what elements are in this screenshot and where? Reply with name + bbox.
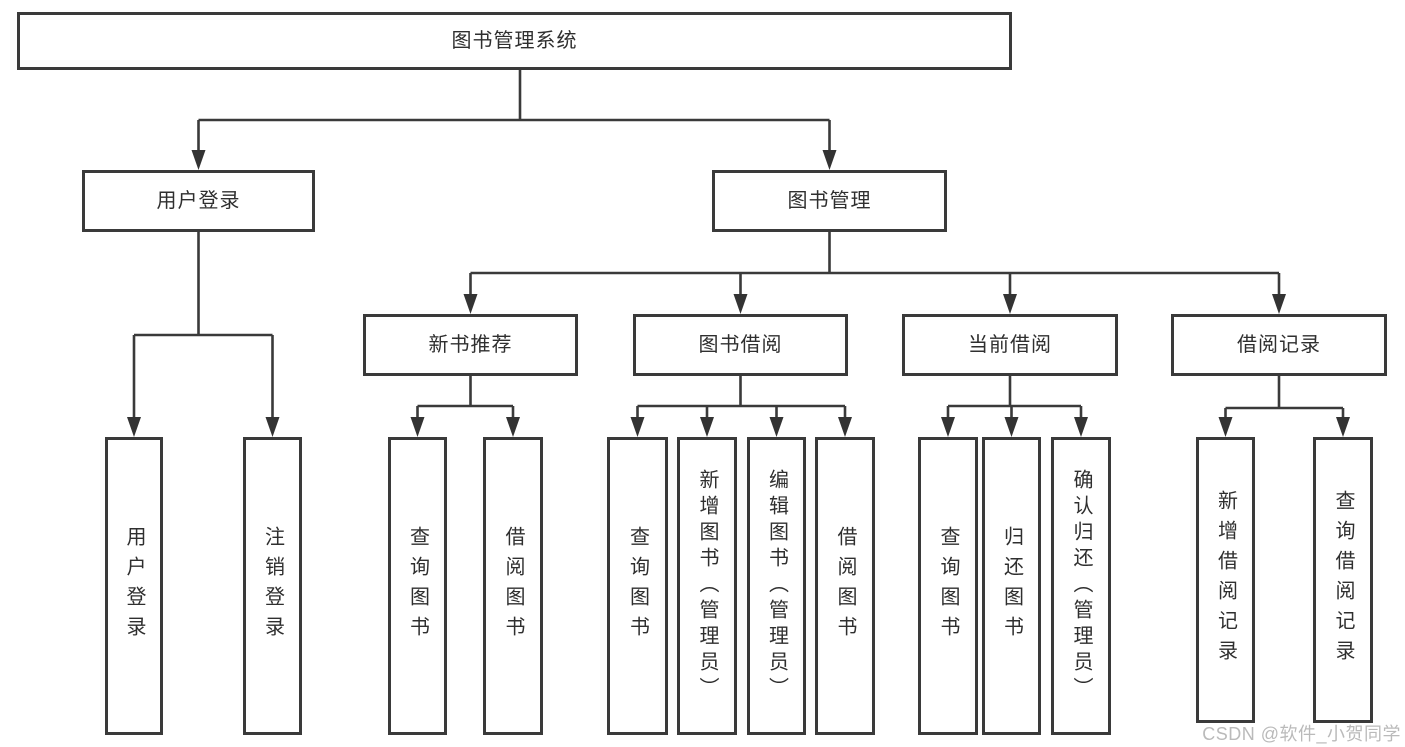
node-book-management: 图书管理 <box>712 170 947 232</box>
leaf-user-login: 用户登录 <box>105 437 163 735</box>
node-new-book-recommendation: 新书推荐 <box>363 314 578 376</box>
node-book-borrowing: 图书借阅 <box>633 314 848 376</box>
leaf-query-borrow-record: 查询借阅记录 <box>1313 437 1373 723</box>
node-borrowing-records: 借阅记录 <box>1171 314 1387 376</box>
leaf-query-books-recommend: 查询图书 <box>388 437 447 735</box>
leaf-add-books-admin: 新增图书（管理员） <box>677 437 737 735</box>
leaf-logout: 注销登录 <box>243 437 302 735</box>
leaf-borrow-books-recommend: 借阅图书 <box>483 437 543 735</box>
leaf-query-books-current: 查询图书 <box>918 437 978 735</box>
node-library-management-system: 图书管理系统 <box>17 12 1012 70</box>
leaf-confirm-return-admin: 确认归还（管理员） <box>1051 437 1111 735</box>
leaf-edit-books-admin: 编辑图书（管理员） <box>747 437 806 735</box>
node-user-login: 用户登录 <box>82 170 315 232</box>
leaf-borrow-books-borrowing: 借阅图书 <box>815 437 875 735</box>
leaf-return-books: 归还图书 <box>982 437 1041 735</box>
leaf-query-books-borrowing: 查询图书 <box>607 437 668 735</box>
leaf-add-borrow-record: 新增借阅记录 <box>1196 437 1255 723</box>
csdn-watermark: CSDN @软件_小贺同学 <box>1202 724 1401 744</box>
node-current-borrowing: 当前借阅 <box>902 314 1118 376</box>
